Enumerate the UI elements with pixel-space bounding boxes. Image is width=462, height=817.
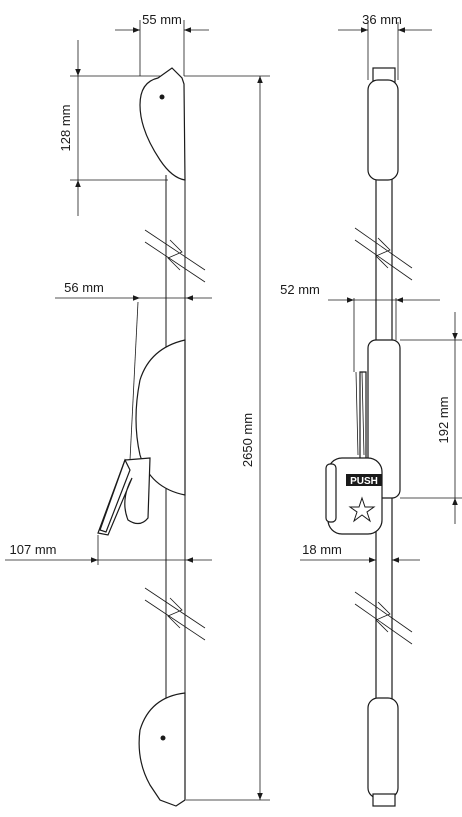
dim-label-right-body-width: 52 mm — [280, 282, 320, 297]
dim-label-total-length: 2650 mm — [240, 413, 255, 467]
right-top-end — [367, 67, 399, 181]
right-break-mark-lower — [354, 591, 413, 645]
dim-label-left-top-width: 55 mm — [142, 12, 182, 27]
dim-left-handle-projection: 107 mm — [5, 535, 212, 565]
dim-right-handle-height: 192 mm — [400, 312, 462, 524]
right-bottom-end — [367, 697, 399, 807]
dim-left-top-width: 55 mm — [115, 12, 209, 76]
dim-label-right-rod-width: 18 mm — [302, 542, 342, 557]
dim-right-top-width: 36 mm — [338, 12, 432, 80]
dim-label-right-top-width: 36 mm — [362, 12, 402, 27]
right-handle-housing — [355, 339, 401, 499]
right-view: PUSH 36 mm 52 mm — [280, 12, 462, 807]
star-icon — [348, 496, 376, 523]
dim-total-length: 2650 mm — [184, 75, 270, 801]
left-bottom-cap — [138, 692, 186, 807]
dim-label-left-cap-height: 128 mm — [58, 105, 73, 152]
dim-label-right-handle-height: 192 mm — [436, 397, 451, 444]
bottom-cap-screw — [160, 735, 166, 741]
right-push-paddle: PUSH — [325, 457, 383, 535]
left-break-mark-lower — [144, 587, 206, 641]
dim-label-left-body-width: 56 mm — [64, 280, 104, 295]
left-handle-body — [129, 301, 186, 496]
dim-right-rod-width: 18 mm — [300, 542, 420, 563]
left-view: 55 mm 128 mm 56 mm 107 mm — [5, 12, 270, 807]
left-break-mark-upper — [144, 229, 206, 283]
dim-left-cap-height: 128 mm — [58, 40, 168, 216]
dim-left-body-width: 56 mm — [55, 280, 212, 301]
dim-right-body-width: 52 mm — [280, 282, 440, 372]
handle-push-label: PUSH — [350, 476, 378, 487]
left-push-paddle — [97, 457, 151, 536]
left-top-cap — [139, 67, 186, 181]
dim-label-left-handle-projection: 107 mm — [10, 542, 57, 557]
right-break-mark-upper — [354, 227, 413, 281]
top-cap-screw — [159, 94, 165, 100]
